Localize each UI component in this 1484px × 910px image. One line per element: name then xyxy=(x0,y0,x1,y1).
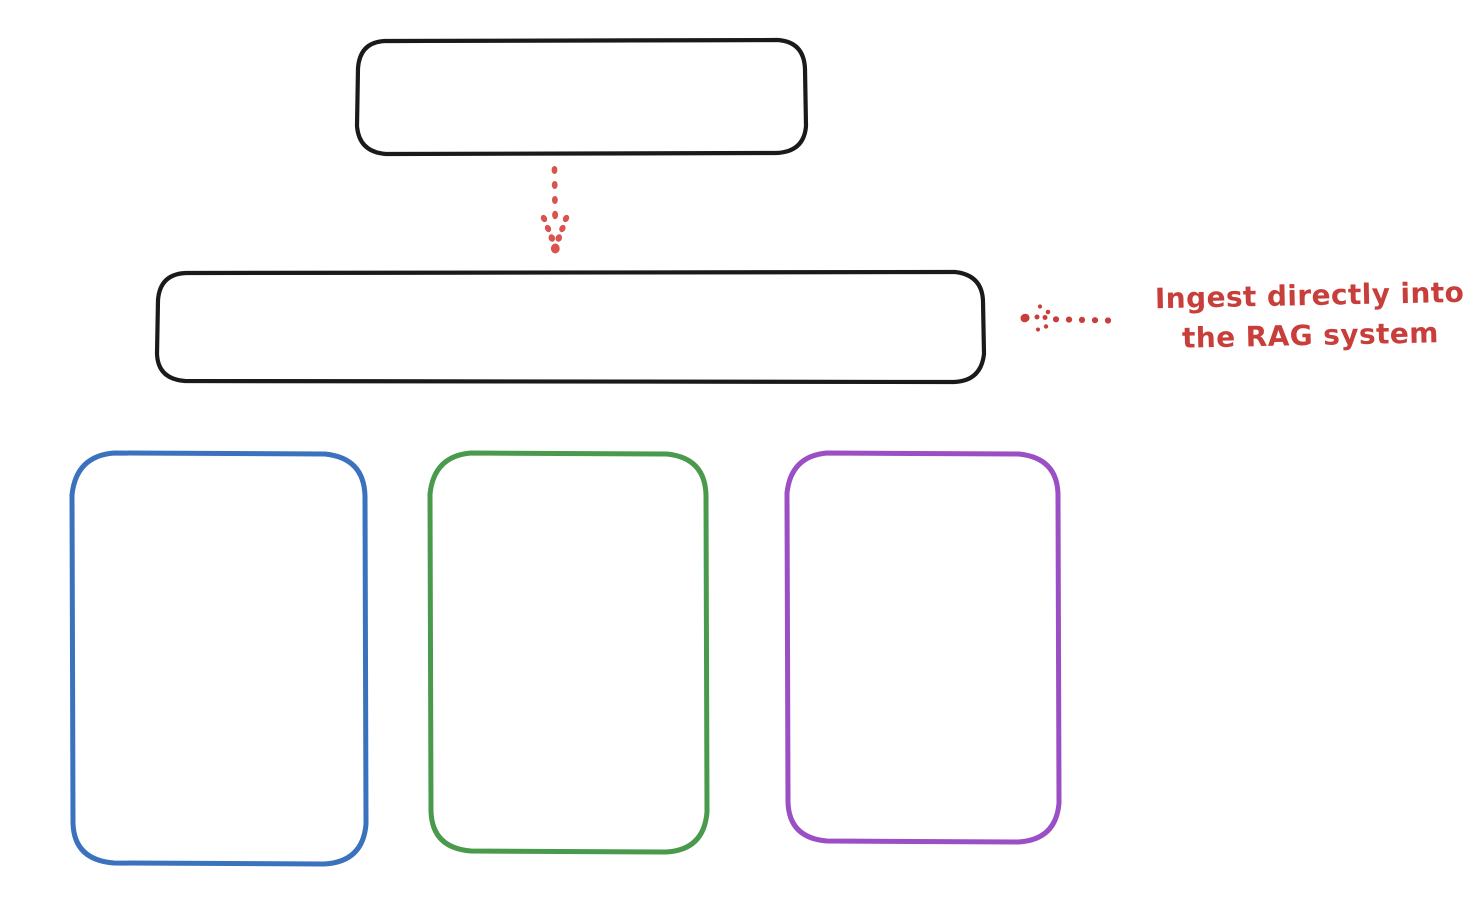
ingest-pointer-arrow xyxy=(1020,304,1112,332)
rag-tool-node-label: RAG Tool xyxy=(504,309,636,343)
vector-io-node-label: VectorIO (insert_chunks, delete_chunks, … xyxy=(103,556,335,761)
agent-node[interactable]: AGENT xyxy=(354,37,809,157)
key-value-io-node[interactable]: KeyValueIO (set_key, delete_key, get) Ke… xyxy=(427,450,710,856)
agent-to-rag-tool-arrow xyxy=(540,166,570,254)
agent-node-label: AGENT xyxy=(519,79,643,114)
rag-tool-node[interactable]: RAG Tool xyxy=(154,269,987,385)
key-value-io-node-label: KeyValueIO (set_key, delete_key, get) Ke… xyxy=(447,567,690,738)
relational-io-node[interactable]: RelationalIO (insert_sql, query_sql) SQL… xyxy=(784,450,1062,846)
relational-io-node-label: RelationalIO (insert_sql, query_sql) SQL… xyxy=(829,562,1017,733)
vector-io-node[interactable]: VectorIO (insert_chunks, delete_chunks, … xyxy=(69,450,369,868)
ingest-annotation-text: Ingest directly into the RAG system xyxy=(1154,275,1465,355)
